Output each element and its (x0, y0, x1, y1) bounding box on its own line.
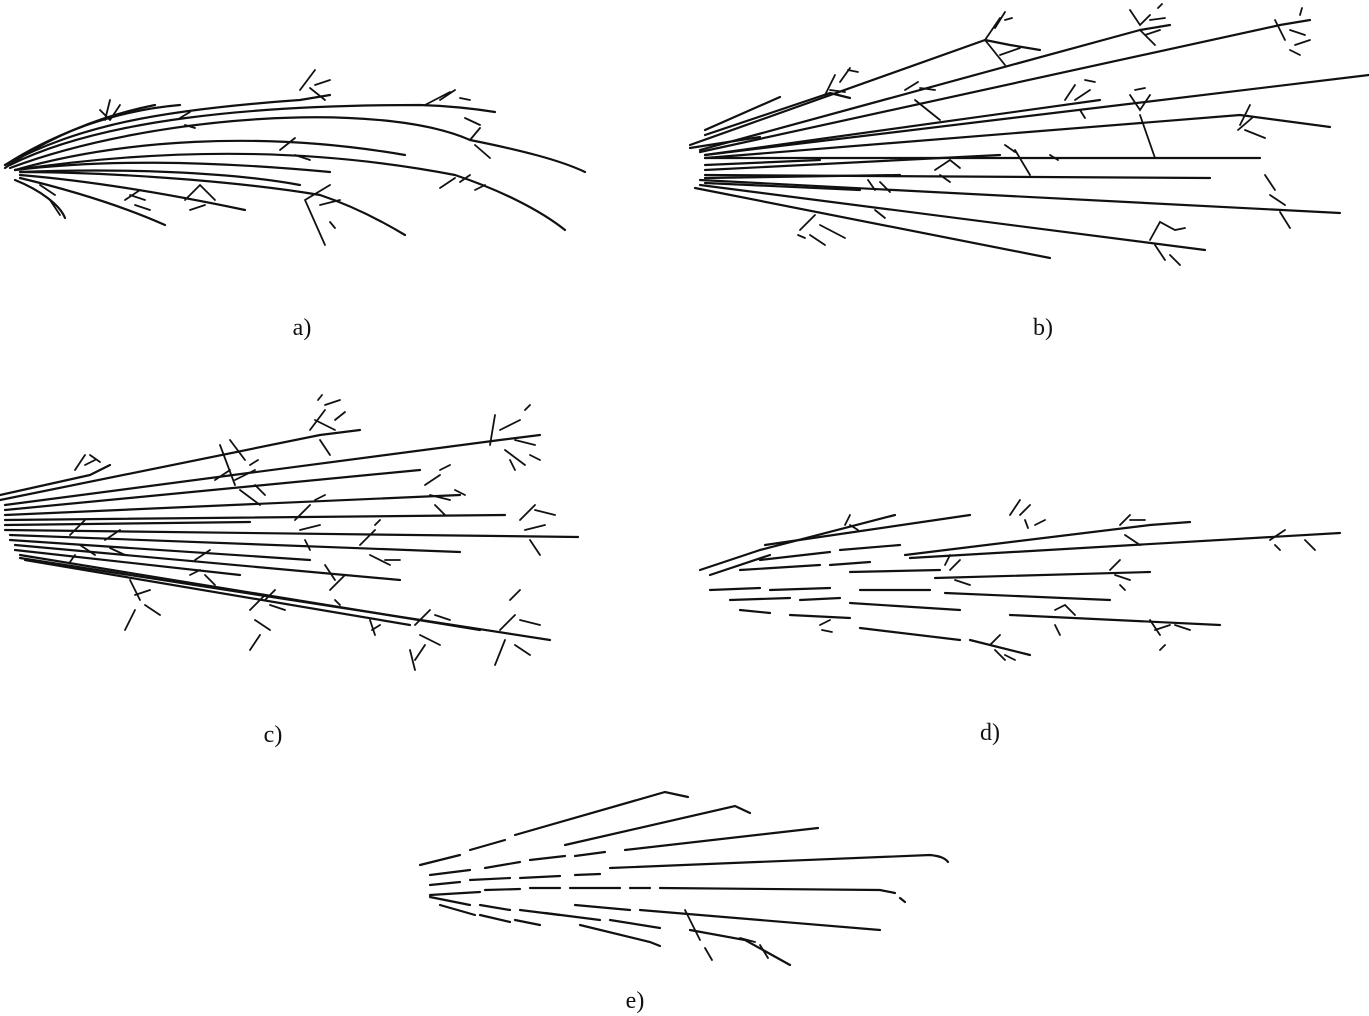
panel-label-e: e) (626, 988, 645, 1014)
panel-a-diagram (3, 69, 587, 246)
panel-d-diagram (698, 499, 1342, 661)
panel-label-d: d) (980, 720, 1000, 746)
panel-b-diagram (688, 3, 1369, 266)
panel-label-b: b) (1033, 315, 1053, 341)
panel-label-c: c) (264, 722, 283, 748)
panel-e-diagram (418, 790, 950, 967)
panel-c-diagram (0, 394, 580, 671)
panel-label-a: a) (293, 315, 312, 341)
